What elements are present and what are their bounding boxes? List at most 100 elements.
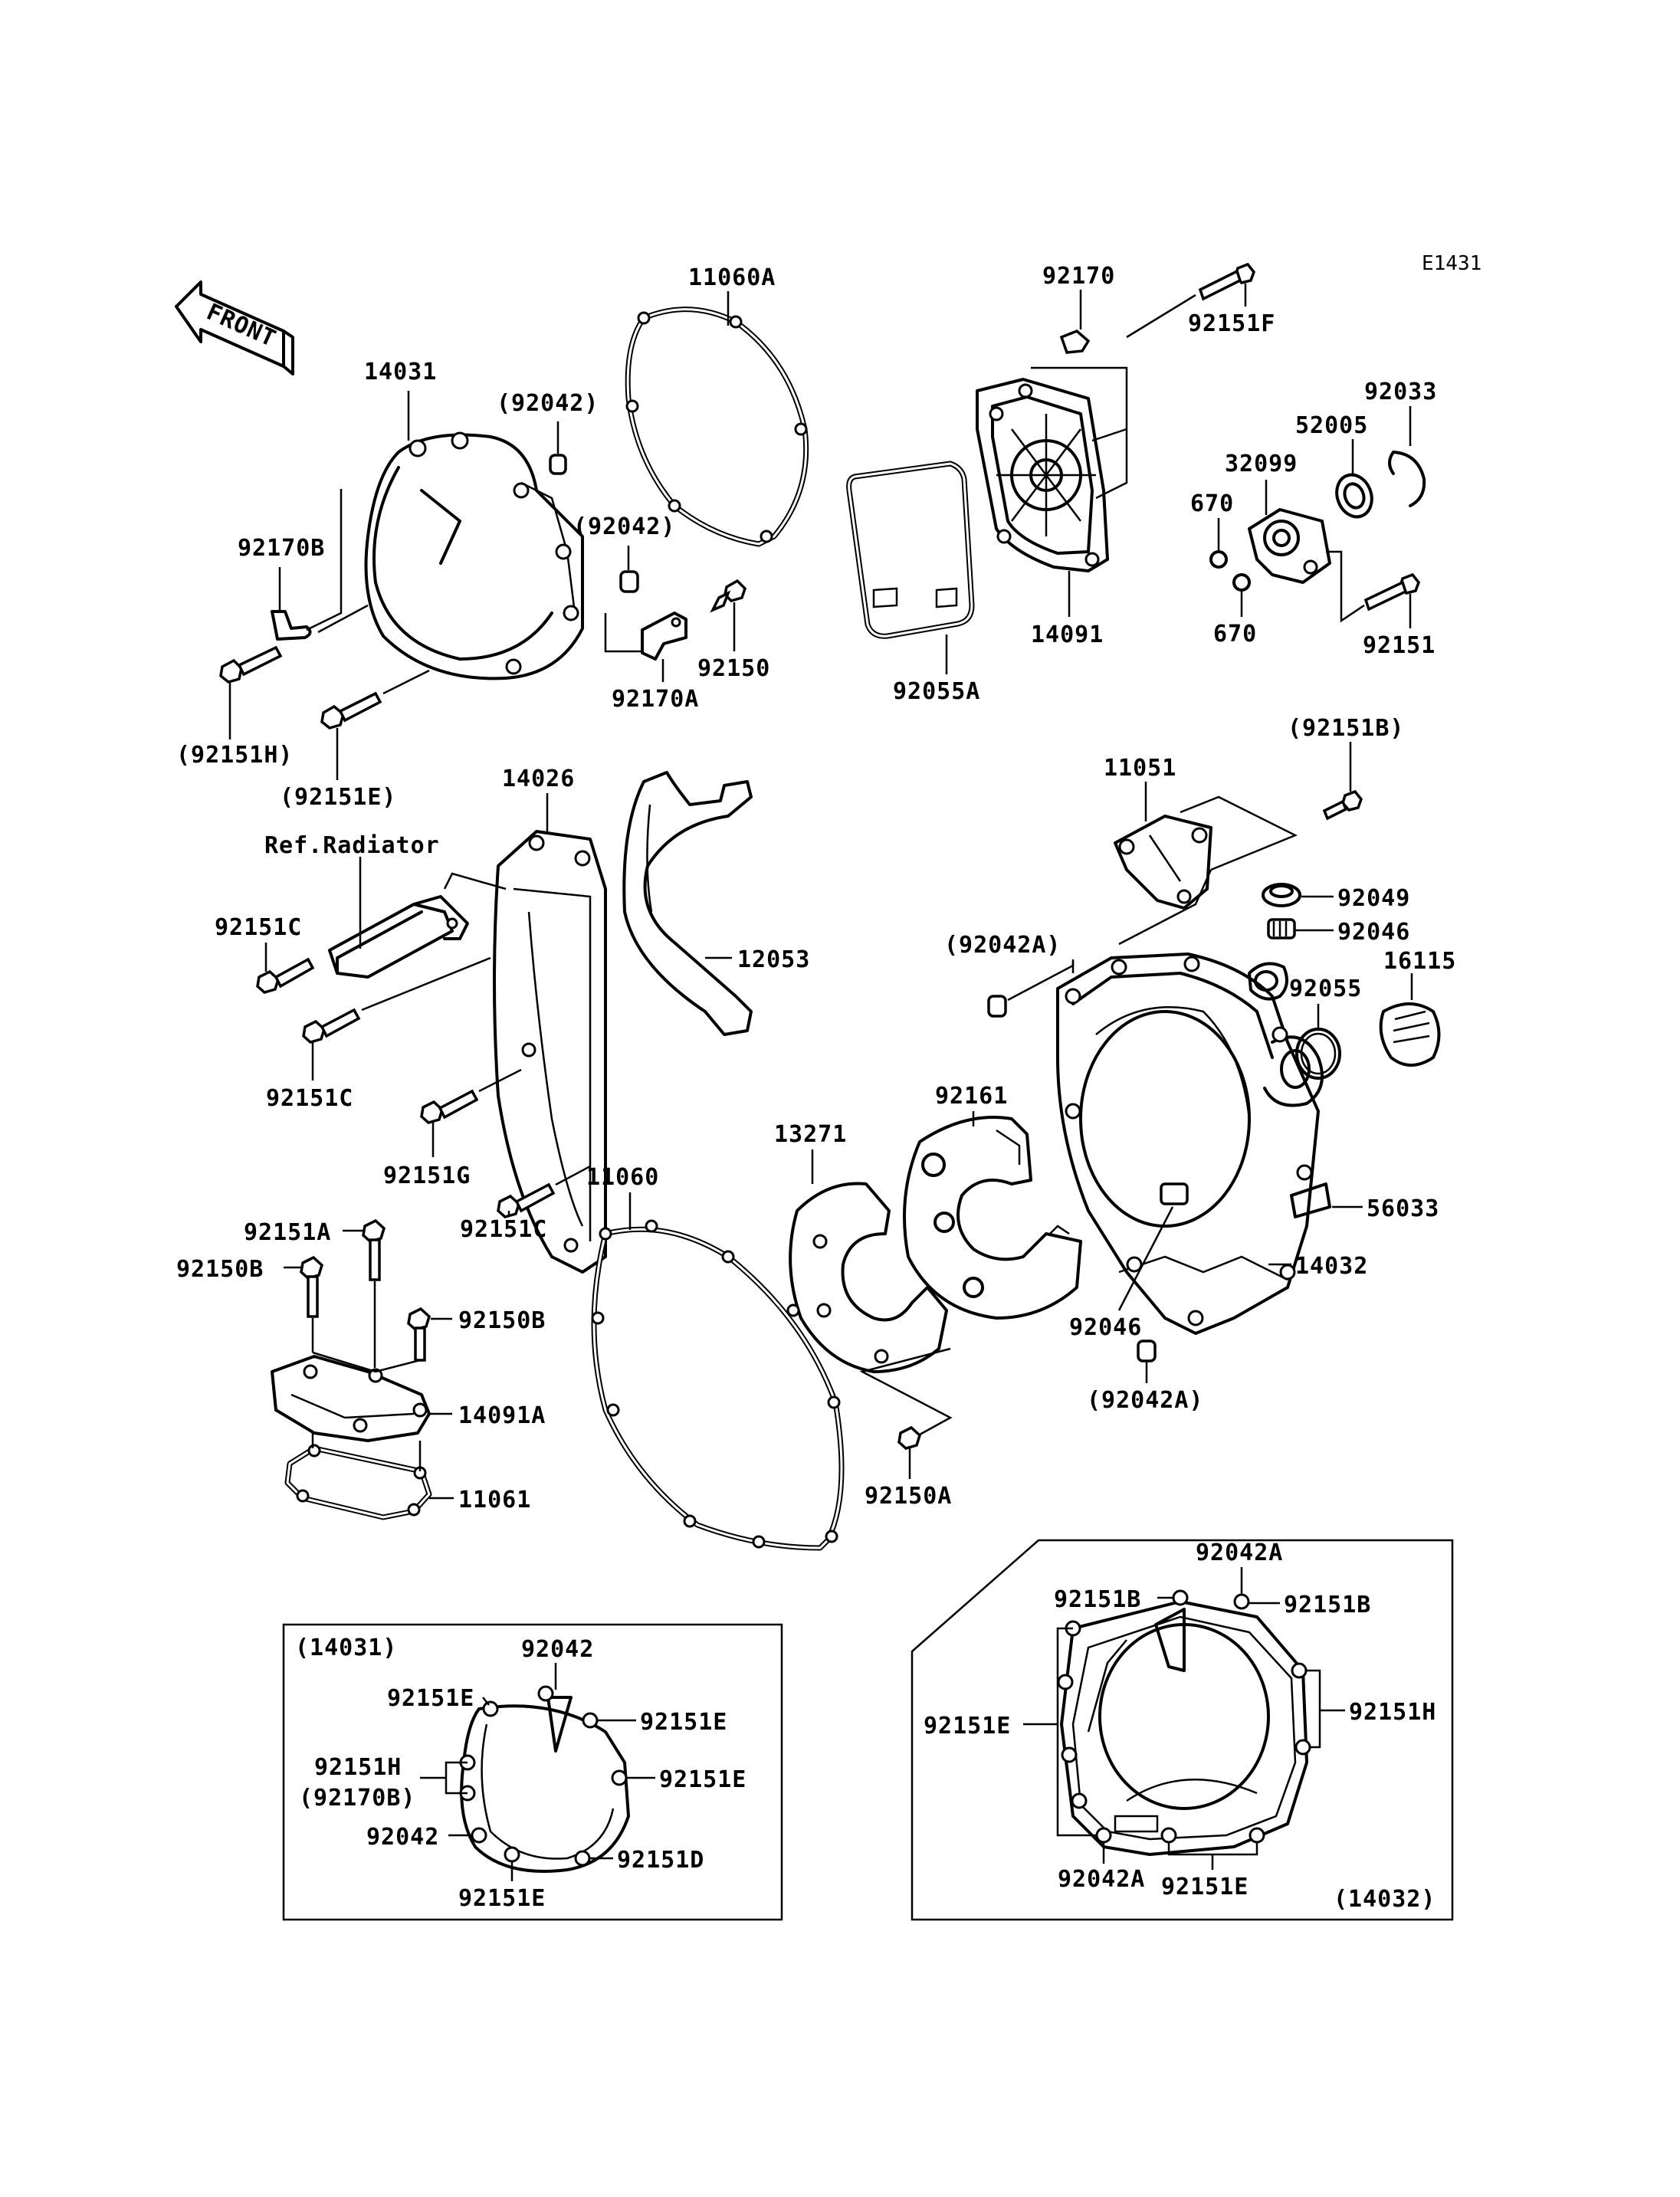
label-670-a: 670 xyxy=(1190,490,1234,517)
label-32099: 32099 xyxy=(1225,451,1298,477)
cover-14091 xyxy=(976,378,1109,572)
dowel-92042A-upper xyxy=(987,995,1007,1018)
gasket-11060A xyxy=(625,307,809,547)
label-92042-a: (92042) xyxy=(497,390,599,417)
inset-left-title: (14031) xyxy=(295,1635,397,1661)
label-92042-b: (92042) xyxy=(573,513,675,540)
inset-left-92042-left: 92042 xyxy=(366,1824,439,1851)
gasket-11060 xyxy=(591,1219,845,1551)
o-ring-670-upper xyxy=(1209,550,1228,569)
label-92170: 92170 xyxy=(1042,263,1115,290)
bolt-92151 xyxy=(1363,572,1420,612)
label-92150A: 92150A xyxy=(865,1483,952,1510)
label-92170A: 92170A xyxy=(612,686,699,713)
diagram-code: E1431 xyxy=(1422,252,1481,275)
gasket-11061 xyxy=(284,1444,432,1520)
inset-right-92151E-left: 92151E xyxy=(924,1713,1011,1740)
label-92151C-1: 92151C xyxy=(215,914,302,941)
inset-right-92151B-right: 92151B xyxy=(1284,1592,1371,1618)
bolt-92150B-right xyxy=(407,1307,431,1362)
sprocket-cover-14026 xyxy=(493,830,607,1274)
inset-left-92151D: 92151D xyxy=(617,1847,704,1874)
bolt-92150 xyxy=(710,579,747,613)
front-arrow-icon: FRONT xyxy=(175,280,294,375)
label-14032: 14032 xyxy=(1295,1253,1368,1280)
label-92151F: 92151F xyxy=(1188,310,1275,337)
label-92049: 92049 xyxy=(1337,885,1410,912)
clip-92170 xyxy=(1059,329,1091,354)
left-engine-cover-14031 xyxy=(364,431,584,680)
dowel-92042A-lower xyxy=(1137,1340,1157,1362)
label-92151C-3: 92151C xyxy=(460,1216,547,1243)
front-label: FRONT xyxy=(202,299,280,353)
label-92042A-2: (92042A) xyxy=(1087,1387,1204,1414)
label-14026: 14026 xyxy=(502,766,575,792)
bolt-92151G xyxy=(420,1089,479,1124)
bolt-92150B-left xyxy=(300,1255,323,1318)
inset-right-92151H: 92151H xyxy=(1349,1699,1436,1726)
chain-guide-12053 xyxy=(622,771,753,1036)
label-92161: 92161 xyxy=(935,1083,1008,1110)
inset-left-92151E-4: 92151E xyxy=(458,1885,546,1912)
inset-left-92151E-2: 92151E xyxy=(640,1709,727,1736)
inset-left-92151E-1: 92151E xyxy=(387,1685,474,1712)
bolt-92151F xyxy=(1198,262,1255,301)
inset-right-92042A-top: 92042A xyxy=(1196,1540,1283,1566)
cover-14091A xyxy=(271,1355,431,1442)
inset-left-92042-top: 92042 xyxy=(521,1636,594,1663)
circlip-92033 xyxy=(1388,451,1426,507)
label-11051: 11051 xyxy=(1104,755,1176,782)
bolt-92151A xyxy=(362,1218,386,1281)
clamp-92170B xyxy=(271,610,312,641)
label-11060A: 11060A xyxy=(688,264,776,291)
inset-14032: (14032) 92042A 92151B 92151B 92151E 9215… xyxy=(911,1539,1454,1921)
label-56033: 56033 xyxy=(1367,1195,1439,1222)
label-92046-b: 92046 xyxy=(1069,1314,1142,1341)
pump-body-32099 xyxy=(1248,508,1331,584)
label-12053: 12053 xyxy=(737,946,810,973)
inset-left-92151E-3: 92151E xyxy=(659,1766,746,1793)
ref-radiator-note: Ref.Radiator xyxy=(264,832,440,859)
label-14031: 14031 xyxy=(364,359,437,385)
inset-left-92151H: 92151H xyxy=(314,1754,402,1781)
inset-right-title: (14032) xyxy=(1334,1886,1436,1913)
label-92151: 92151 xyxy=(1363,632,1436,659)
label-plate-56033 xyxy=(1290,1182,1331,1218)
gasket-92055A xyxy=(846,461,975,639)
label-92151H: (92151H) xyxy=(176,742,294,769)
label-92150: 92150 xyxy=(697,655,770,682)
bolt-92151B xyxy=(1322,789,1363,821)
plate-92161 xyxy=(903,1116,1082,1320)
inset-right-92151B-left: 92151B xyxy=(1054,1586,1141,1613)
bracket-92170A xyxy=(641,612,687,661)
label-92151A: 92151A xyxy=(244,1219,331,1246)
plate-13271 xyxy=(789,1182,948,1373)
inset-right-92151E-bottom: 92151E xyxy=(1161,1874,1249,1900)
label-92150B-1: 92150B xyxy=(176,1256,264,1283)
label-92046-a: 92046 xyxy=(1337,919,1410,946)
label-14091: 14091 xyxy=(1031,621,1104,648)
label-11060: 11060 xyxy=(586,1164,659,1191)
label-92151G: 92151G xyxy=(383,1162,471,1189)
o-ring-670-lower xyxy=(1232,573,1251,592)
label-92151C-2: 92151C xyxy=(266,1085,353,1112)
inset-left-92170B: (92170B) xyxy=(299,1785,416,1812)
dowel-92042-lower xyxy=(619,570,639,593)
label-14091A: 14091A xyxy=(458,1402,546,1429)
bearing-92046-upper xyxy=(1267,918,1296,939)
label-92055A: 92055A xyxy=(893,678,980,705)
label-92033: 92033 xyxy=(1364,379,1437,405)
label-92170B: 92170B xyxy=(238,535,325,562)
label-13271: 13271 xyxy=(774,1121,847,1148)
inset-14031: (14031) 92042 92151E 92151E 92151H (9217… xyxy=(282,1623,783,1921)
label-11061: 11061 xyxy=(458,1487,531,1513)
label-92151B: (92151B) xyxy=(1288,715,1405,742)
bolt-92151E xyxy=(320,691,382,730)
dowel-92042-upper xyxy=(549,454,567,475)
cap-16115 xyxy=(1379,1002,1441,1067)
label-16115: 16115 xyxy=(1383,948,1456,975)
clutch-cover-14032 xyxy=(1056,953,1324,1335)
radiator-bracket xyxy=(328,895,469,979)
inset-right-92042A-bottom: 92042A xyxy=(1058,1866,1145,1893)
